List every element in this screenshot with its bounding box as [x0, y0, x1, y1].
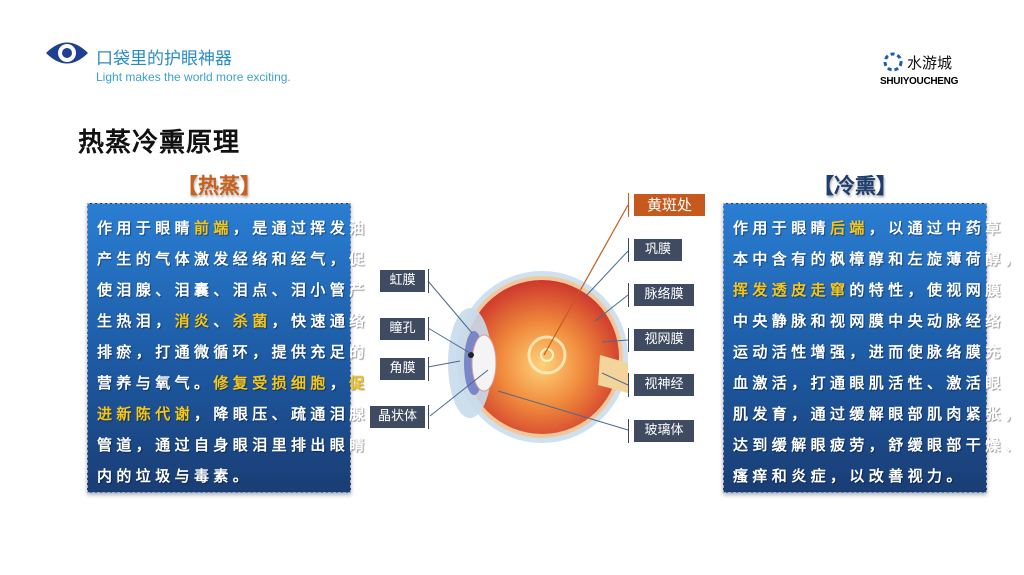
highlighted-text: 进新陈代谢 — [97, 405, 195, 423]
hot-heading: 【热蒸】 — [177, 174, 261, 198]
text-segment: 内的垃圾与毒素。 — [97, 467, 253, 485]
text-segment: 血激活，打通眼肌活性、激活眼 — [733, 374, 1005, 392]
text-segment: 作用于眼睛 — [97, 219, 195, 237]
text-segment: 达到缓解眼疲劳，舒缓眼部干燥、 — [733, 436, 1024, 454]
partner-logo-en: SHUIYOUCHENG — [880, 76, 959, 87]
text-line: 肌发育，通过缓解眼部肌肉紧张， — [733, 399, 1020, 430]
label-vitreous: 玻璃体 — [634, 420, 694, 442]
label-retina: 视网膜 — [634, 329, 694, 351]
text-segment: ，降眼压、疏通泪腺 — [194, 405, 369, 423]
highlighted-text: 消炎 — [174, 312, 214, 330]
text-segment: 中央静脉和视网膜中央动脉经络 — [733, 312, 1005, 330]
text-line: 运动活性增强，进而使脉络膜充 — [733, 337, 1000, 368]
text-segment: 瘙痒和炎症，以改善视力。 — [733, 467, 966, 485]
highlighted-text: 前端 — [194, 219, 233, 237]
label-macula: 黄斑处 — [634, 194, 705, 216]
text-line: 本中含有的枫樟醇和左旋薄荷醇， — [733, 244, 1020, 275]
label-lens: 晶状体 — [370, 406, 425, 428]
eye-anatomy-diagram — [427, 204, 629, 443]
text-segment: 的特性，使视网膜 — [849, 281, 1005, 299]
highlighted-text: 挥发透皮走窜 — [733, 281, 850, 299]
brand-name: 口袋里的护眼神器 — [96, 49, 232, 69]
text-line: 中央静脉和视网膜中央动脉经络 — [733, 306, 1000, 337]
text-segment: 管道，通过自身眼泪里排出眼睛 — [97, 436, 369, 454]
text-segment: 作用于眼睛 — [733, 219, 831, 237]
label-choroid: 脉络膜 — [634, 284, 694, 306]
text-line: 管道，通过自身眼泪里排出眼睛 — [97, 430, 364, 461]
text-segment: 使泪腺、泪囊、泪点、泪小管产 — [97, 281, 369, 299]
text-line: 生热泪，消炎、杀菌，快速通络 — [97, 306, 364, 337]
label-pupil: 瞳孔 — [380, 318, 425, 340]
text-line: 内的垃圾与毒素。 — [97, 461, 350, 492]
text-segment: ， — [329, 374, 350, 392]
slogan: Light makes the world more exciting. — [96, 70, 291, 84]
highlighted-text: 杀菌 — [232, 312, 272, 330]
text-line: 血激活，打通眼肌活性、激活眼 — [733, 368, 1000, 399]
label-cornea: 角膜 — [380, 358, 425, 380]
text-segment: 生热泪， — [97, 312, 175, 330]
label-sclera: 巩膜 — [634, 239, 682, 261]
text-segment: 产生的气体激发经络和经气，促 — [97, 250, 369, 268]
text-segment: 本中含有的枫樟醇和左旋薄荷醇， — [733, 250, 1024, 268]
shuiyoucheng-logo-icon — [883, 52, 903, 72]
label-iris: 虹膜 — [380, 270, 425, 292]
text-line: 产生的气体激发经络和经气，促 — [97, 244, 364, 275]
text-segment: ，以通过中药草 — [868, 219, 1005, 237]
text-segment: 排瘀，打通微循环，提供充足的 — [97, 343, 369, 361]
highlighted-text: 修复受损细胞 — [213, 374, 330, 392]
cold-heading: 【冷熏】 — [813, 174, 897, 198]
label-optic-nerve: 视神经 — [634, 374, 694, 396]
text-segment: 、 — [213, 312, 233, 330]
text-segment: 运动活性增强，进而使脉络膜充 — [733, 343, 1005, 361]
text-line: 营养与氧气。修复受损细胞，促 — [97, 368, 364, 399]
text-line: 瘙痒和炎症，以改善视力。 — [733, 461, 986, 492]
partner-logo-cn: 水游城 — [907, 54, 953, 72]
page-title: 热蒸冷熏原理 — [78, 128, 241, 158]
highlighted-text: 促 — [349, 374, 369, 392]
text-line: 作用于眼睛前端，是通过挥发油 — [97, 213, 364, 244]
lens-shape — [471, 334, 497, 392]
text-line: 进新陈代谢，降眼压、疏通泪腺 — [97, 399, 364, 430]
highlighted-text: 后端 — [830, 219, 869, 237]
text-line: 作用于眼睛后端，以通过中药草 — [733, 213, 1000, 244]
eye-logo-icon — [46, 42, 88, 64]
text-segment: 营养与氧气。 — [97, 374, 214, 392]
optic-nerve-shape — [598, 355, 628, 393]
text-line: 排瘀，打通微循环，提供充足的 — [97, 337, 364, 368]
text-line: 达到缓解眼疲劳，舒缓眼部干燥、 — [733, 430, 1020, 461]
cold-description-box: 作用于眼睛后端，以通过中药草本中含有的枫樟醇和左旋薄荷醇，挥发透皮走窜的特性，使… — [723, 203, 1020, 493]
hot-description-box: 作用于眼睛前端，是通过挥发油产生的气体激发经络和经气，促使泪腺、泪囊、泪点、泪小… — [87, 203, 364, 493]
text-line: 挥发透皮走窜的特性，使视网膜 — [733, 275, 1000, 306]
text-segment: ，是通过挥发油 — [232, 219, 369, 237]
text-segment: ，快速通络 — [271, 312, 369, 330]
text-line: 使泪腺、泪囊、泪点、泪小管产 — [97, 275, 364, 306]
text-segment: 肌发育，通过缓解眼部肌肉紧张， — [733, 405, 1024, 423]
